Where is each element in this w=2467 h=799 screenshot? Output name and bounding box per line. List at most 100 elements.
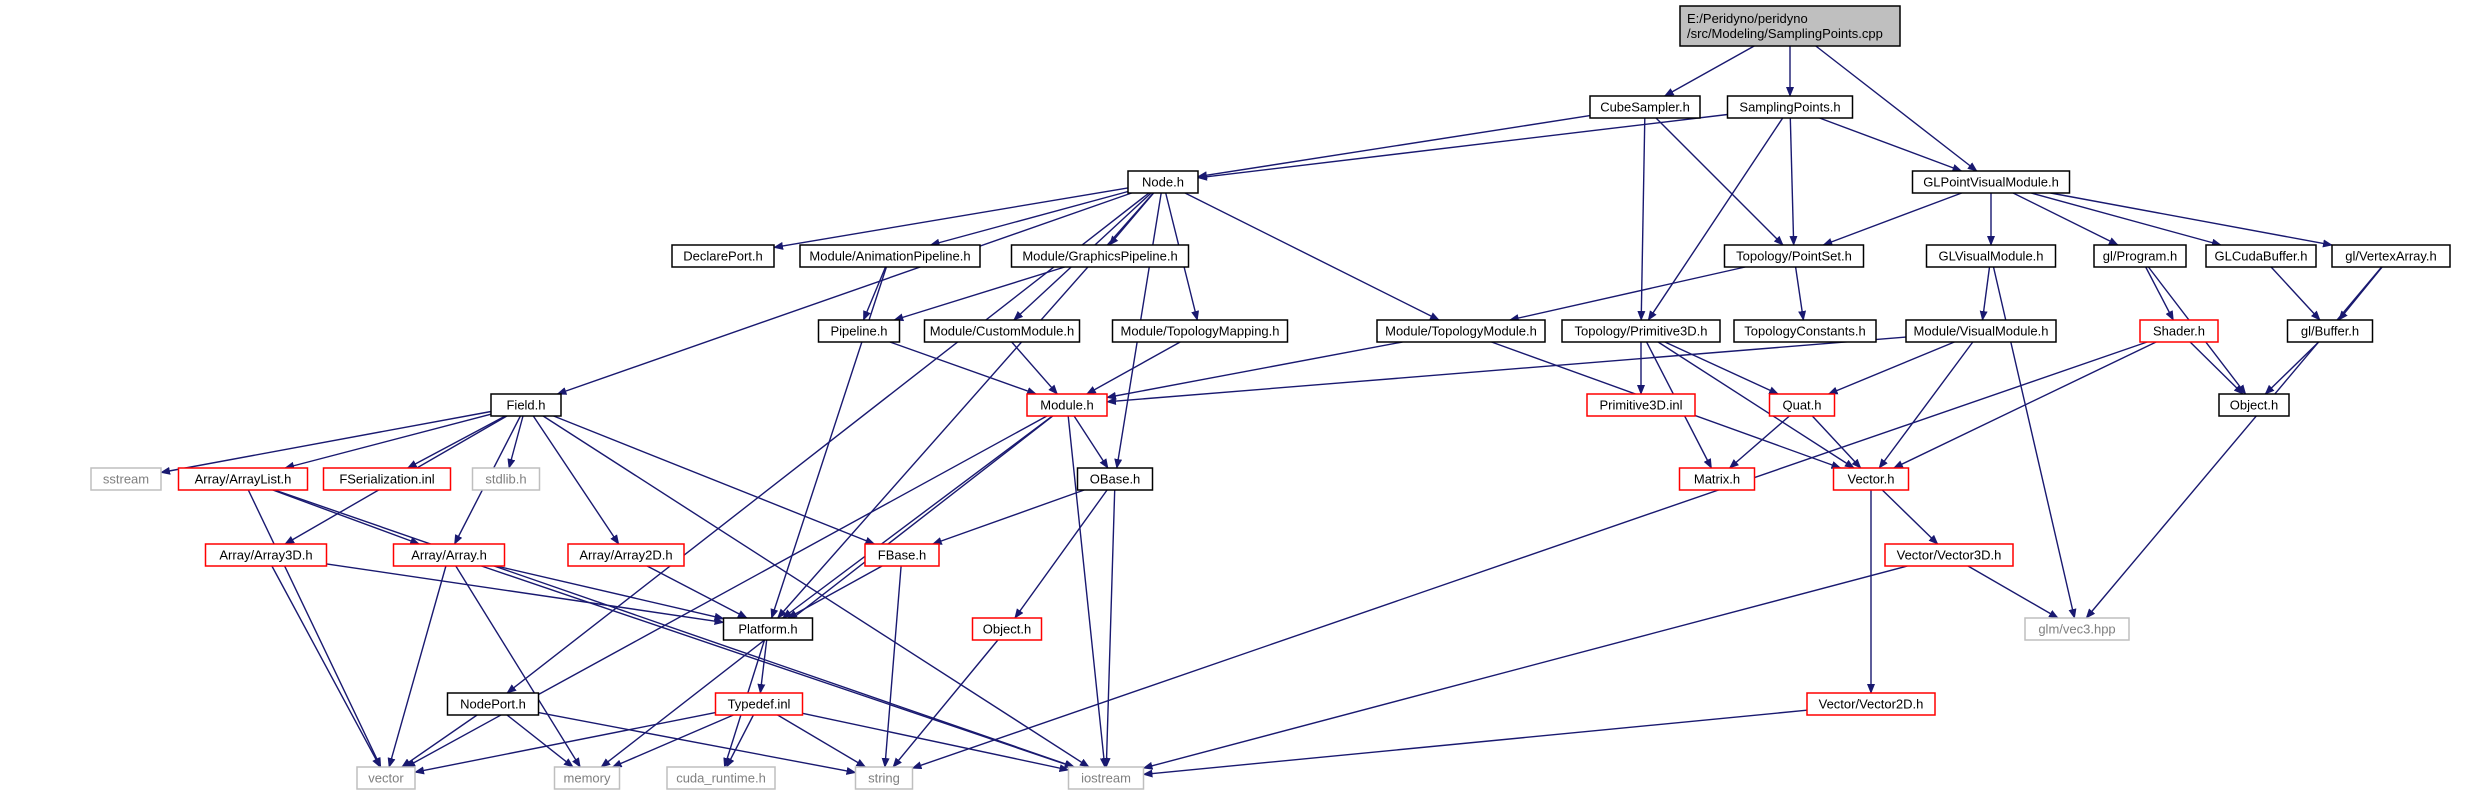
node-cubesampler[interactable]: CubeSampler.h <box>1589 95 1701 119</box>
node-glvertexarray[interactable]: gl/VertexArray.h <box>2331 244 2451 268</box>
node-label: gl/Program.h <box>2103 249 2177 264</box>
node-typedef[interactable]: Typedef.inl <box>714 692 804 716</box>
node-box <box>2218 393 2290 417</box>
edge-obase-to-iostream <box>1102 489 1116 768</box>
edge-module-to-platform <box>781 415 1053 619</box>
edge-glcudabuffer-to-glbuffer <box>2270 266 2321 321</box>
node-box <box>322 467 452 491</box>
node-label: Object.h <box>2230 398 2278 413</box>
edge-samplingpoints-to-glpointvisual <box>1819 117 1963 172</box>
node-box <box>864 543 940 567</box>
node-box <box>1925 244 2057 268</box>
node-glpointvisual[interactable]: GLPointVisualModule.h <box>1911 170 2071 194</box>
node-sstream: sstream <box>90 467 162 491</box>
node-array3d[interactable]: Array/Array3D.h <box>204 543 328 567</box>
node-box <box>90 467 162 491</box>
edge-glpointvisual-to-pointset <box>1822 192 1962 246</box>
node-glprogram[interactable]: gl/Program.h <box>2093 244 2187 268</box>
edge-field-to-fbase <box>553 415 876 545</box>
node-array[interactable]: Array/Array.h <box>392 543 506 567</box>
node-label: Field.h <box>506 398 545 413</box>
node-glcudabuffer[interactable]: GLCudaBuffer.h <box>2205 244 2317 268</box>
node-topomodule[interactable]: Module/TopologyModule.h <box>1376 319 1546 343</box>
node-graphicspipeline[interactable]: Module/GraphicsPipeline.h <box>1010 244 1190 268</box>
edge-field-to-arraylist <box>284 413 492 470</box>
node-box <box>1806 692 1936 716</box>
node-nodeport[interactable]: NodePort.h <box>446 692 540 716</box>
node-label: Quat.h <box>1782 398 1821 413</box>
node-box <box>553 766 621 790</box>
edge-samplingpoints-to-pointset <box>1789 117 1798 246</box>
node-box <box>1111 319 1289 343</box>
edge-typedef-to-iostream <box>802 712 1070 773</box>
node-primitive3dinl[interactable]: Primitive3D.inl <box>1586 393 1696 417</box>
node-shader[interactable]: Shader.h <box>2139 319 2219 343</box>
node-label: Typedef.inl <box>728 697 791 712</box>
node-platform[interactable]: Platform.h <box>722 617 814 641</box>
node-primitive3d[interactable]: Topology/Primitive3D.h <box>1561 319 1721 343</box>
node-label: NodePort.h <box>460 697 526 712</box>
node-array2d[interactable]: Array/Array2D.h <box>567 543 685 567</box>
edge-primitive3d-to-quat <box>1664 341 1780 395</box>
node-obase[interactable]: OBase.h <box>1076 467 1154 491</box>
node-vector2d[interactable]: Vector/Vector2D.h <box>1806 692 1936 716</box>
node-fserialization[interactable]: FSerialization.inl <box>322 467 452 491</box>
edge-array-to-memory <box>455 565 581 768</box>
node-box <box>1911 170 2071 194</box>
node-label: FSerialization.inl <box>339 472 434 487</box>
edge-custommodule-to-module <box>1011 341 1058 395</box>
node-visualmodule[interactable]: Module/VisualModule.h <box>1905 319 2057 343</box>
node-fbase[interactable]: FBase.h <box>864 543 940 567</box>
node-topoconstants[interactable]: TopologyConstants.h <box>1733 319 1877 343</box>
edge-array-to-iostream <box>481 565 1075 768</box>
edge-field-to-fserialization <box>406 415 506 469</box>
node-label: GLPointVisualModule.h <box>1923 175 2059 190</box>
node-root[interactable]: E:/Peridyno/peridyno/src/Modeling/Sampli… <box>1679 5 1901 47</box>
node-topomapping[interactable]: Module/TopologyMapping.h <box>1111 319 1289 343</box>
node-label: FBase.h <box>878 548 926 563</box>
node-box <box>2331 244 2451 268</box>
node-box <box>2205 244 2317 268</box>
edge-fbase-to-platform <box>787 565 883 619</box>
node-vectorstd: vector <box>356 766 416 790</box>
node-label: Array/Array3D.h <box>219 548 312 563</box>
node-glbuffer[interactable]: gl/Buffer.h <box>2286 319 2374 343</box>
edge-nodeport-to-memory <box>506 714 574 768</box>
node-box <box>356 766 416 790</box>
edge-vector2d-to-iostream <box>1142 709 1808 778</box>
node-animpipeline[interactable]: Module/AnimationPipeline.h <box>799 244 981 268</box>
edge-root-to-cubesampler <box>1663 45 1755 97</box>
node-module[interactable]: Module.h <box>1026 393 1108 417</box>
node-glvisual[interactable]: GLVisualModule.h <box>1925 244 2057 268</box>
node-field[interactable]: Field.h <box>490 393 562 417</box>
node-vector3d[interactable]: Vector/Vector3D.h <box>1884 543 2014 567</box>
edge-node-to-field <box>556 192 1132 395</box>
node-box <box>446 692 540 716</box>
node-quat[interactable]: Quat.h <box>1768 393 1836 417</box>
edge-glvisual-to-visualmodule <box>1979 266 1991 321</box>
node-label: Topology/Primitive3D.h <box>1575 324 1708 339</box>
node-node[interactable]: Node.h <box>1127 170 1199 194</box>
edge-typedef-to-vectorstd <box>414 711 716 775</box>
node-declareport[interactable]: DeclarePort.h <box>671 244 775 268</box>
node-stdlib: stdlib.h <box>471 467 541 491</box>
node-objecth1[interactable]: Object.h <box>2218 393 2290 417</box>
node-label: Vector.h <box>1848 472 1895 487</box>
node-vector[interactable]: Vector.h <box>1832 467 1910 491</box>
node-box <box>854 766 914 790</box>
node-label: Topology/PointSet.h <box>1736 249 1852 264</box>
node-pointset[interactable]: Topology/PointSet.h <box>1723 244 1865 268</box>
edge-pointset-to-topomodule <box>1508 266 1746 322</box>
edge-array2d-to-platform <box>646 565 748 619</box>
node-box <box>1589 95 1701 119</box>
node-iostream: iostream <box>1067 766 1145 790</box>
node-pipeline[interactable]: Pipeline.h <box>817 319 901 343</box>
edge-cubesampler-to-node <box>1197 114 1591 180</box>
node-arraylist[interactable]: Array/ArrayList.h <box>177 467 309 491</box>
node-box <box>1586 393 1696 417</box>
node-objecth2[interactable]: Object.h <box>971 617 1043 641</box>
node-samplingpoints[interactable]: SamplingPoints.h <box>1726 95 1854 119</box>
node-matrix[interactable]: Matrix.h <box>1678 467 1756 491</box>
node-custommodule[interactable]: Module/CustomModule.h <box>923 319 1081 343</box>
